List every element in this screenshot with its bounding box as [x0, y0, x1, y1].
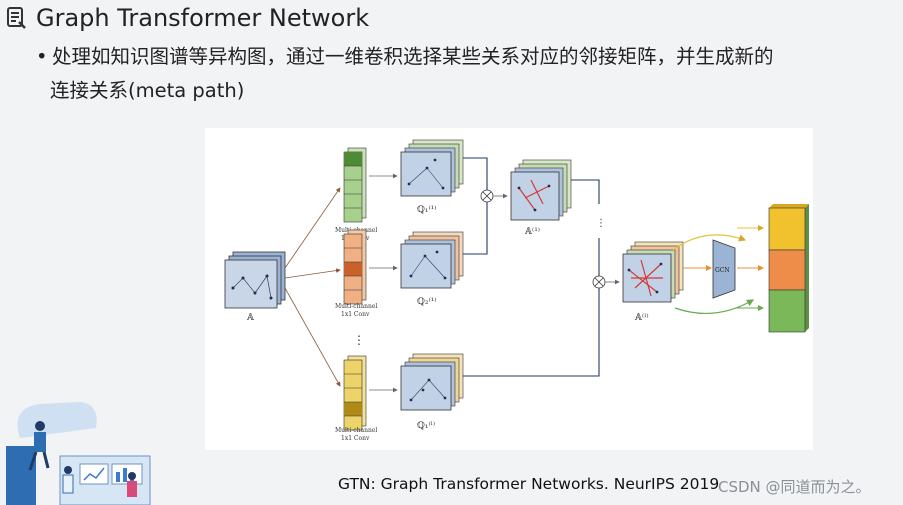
green-skip-arrow	[674, 299, 755, 315]
vertical-dots-1: ⋮	[353, 333, 365, 347]
q1-connector	[463, 157, 488, 190]
a1-connector	[571, 179, 600, 204]
q2-connector	[463, 202, 488, 255]
a1-stack	[510, 159, 572, 221]
bullet-line-2: 连接关系(meta path)	[50, 79, 245, 102]
al-stack	[622, 241, 684, 303]
ql-connector	[463, 288, 600, 377]
bullet-dot: •	[36, 45, 48, 68]
conv-label-3-line1: Multi-channel	[335, 427, 377, 434]
conv-label-2-line2: 1x1 Conv	[341, 311, 370, 318]
gcn-block	[712, 239, 736, 299]
gtn-architecture-figure: 𝔸 Multi-channel 1x1 Conv Multi-chann	[205, 128, 813, 450]
yellow-skip-arrow	[672, 234, 747, 251]
decorative-illustration	[0, 398, 170, 505]
al-label: 𝔸⁽ˡ⁾	[634, 312, 649, 323]
vertical-dots-2: ⋮	[596, 218, 606, 229]
q1-label: ℚ₁⁽¹⁾	[417, 204, 436, 215]
person-head-2	[64, 466, 72, 474]
gtn-diagram: 𝔸 Multi-channel 1x1 Conv Multi-chann	[224, 139, 809, 442]
ql-stack	[400, 353, 464, 411]
slide-header: Graph Transformer Network	[6, 4, 369, 32]
q1-stack	[400, 139, 464, 197]
input-label: 𝔸	[246, 313, 255, 323]
ql-label: ℚ₁⁽ˡ⁾	[417, 420, 435, 431]
arrow-to-yellow-channel	[284, 287, 341, 387]
conv-label-2-line1: Multi-channel	[335, 303, 377, 310]
bullet-text: •处理如知识图谱等异构图，通过一维卷积选择某些关系对应的邻接矩阵，并生成新的 连…	[36, 40, 896, 108]
arrow-to-orange-channel	[284, 268, 341, 279]
q2-stack	[400, 231, 464, 289]
arrow-to-green-channel	[284, 187, 341, 269]
document-list-icon	[7, 7, 26, 29]
bullet-line-1: •处理如知识图谱等异构图，通过一维卷积选择某些关系对应的邻接矩阵，并生成新的	[36, 40, 896, 74]
q2-label: ℚ₂⁽¹⁾	[417, 296, 436, 307]
building-block-left	[6, 446, 36, 505]
orange-conv-channel	[343, 229, 367, 305]
figure-caption: GTN: Graph Transformer Networks. NeurIPS…	[338, 475, 720, 493]
yellow-conv-channel	[343, 355, 367, 431]
output-yellow-block	[768, 207, 806, 251]
output-orange-block	[768, 249, 806, 291]
gcn-label: GCN	[715, 267, 730, 274]
person-head-1	[35, 421, 45, 431]
green-conv-channel	[343, 147, 367, 223]
output-stack	[768, 204, 809, 333]
person-head-3	[128, 472, 136, 480]
slide-title: Graph Transformer Network	[36, 4, 370, 32]
a1-label: 𝔸⁽¹⁾	[524, 226, 540, 237]
input-adjacency-stack	[224, 251, 286, 309]
conv-label-3-line2: 1x1 Conv	[341, 435, 370, 442]
output-green-block	[768, 289, 806, 333]
csdn-watermark: CSDN @同道而为之。	[718, 478, 871, 496]
